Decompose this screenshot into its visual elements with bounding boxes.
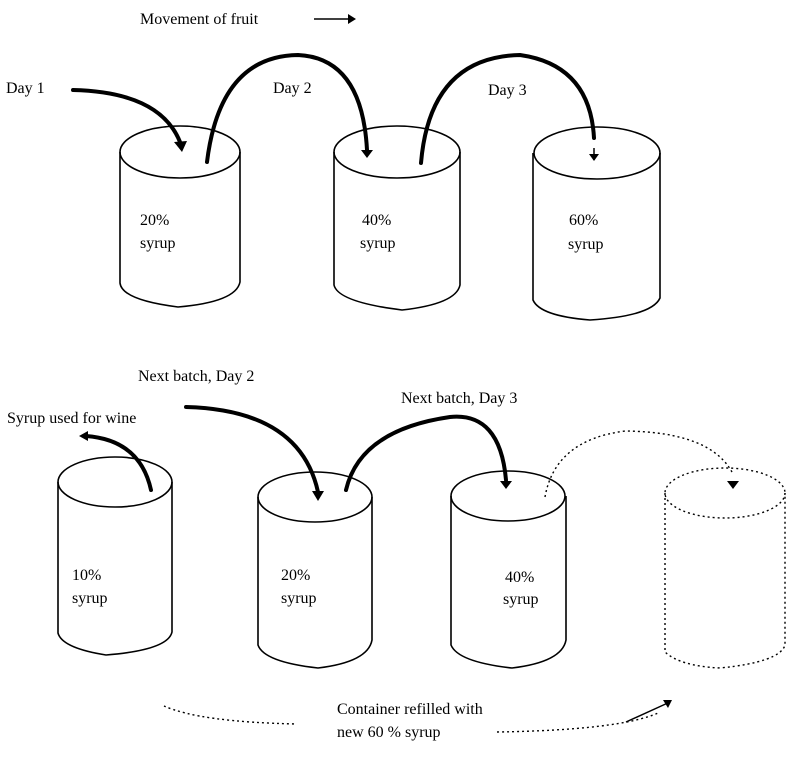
syrup-out-arrow (79, 431, 153, 492)
container-1-unit: syrup (140, 235, 176, 252)
next-batch-day-3-label: Next batch, Day 3 (401, 390, 517, 407)
container-20-percent-bottom: 20% syrup (257, 471, 373, 669)
day-1-arrow (71, 88, 187, 152)
syrup-used-for-wine-label: Syrup used for wine (7, 410, 136, 427)
day-3-arrow (419, 52, 599, 165)
next-batch-day-2-label: Next batch, Day 2 (138, 368, 254, 385)
day-3-label: Day 3 (488, 82, 527, 99)
container-6-concentration: 40% (505, 569, 534, 586)
container-4-concentration: 10% (72, 567, 101, 584)
container-5-concentration: 20% (281, 567, 310, 584)
container-3-unit: syrup (568, 236, 604, 253)
container-2-concentration: 40% (362, 212, 391, 229)
container-2-unit: syrup (360, 235, 396, 252)
legend-label: Movement of fruit (140, 11, 259, 28)
container-1-concentration: 20% (140, 212, 169, 229)
right-arrow-icon (314, 14, 356, 24)
container-refilled-dotted (664, 467, 786, 669)
day-2-label: Day 2 (273, 80, 312, 97)
container-4-unit: syrup (72, 590, 108, 607)
container-60-percent: 60% syrup (532, 126, 661, 321)
refill-note-line-1: Container refilled with (337, 701, 483, 718)
day-1-label: Day 1 (6, 80, 45, 97)
next-batch-day-3-arrow (344, 414, 512, 492)
refill-dotted-path (163, 700, 672, 733)
container-40-percent: 40% syrup (333, 125, 461, 311)
container-40-percent-bottom: 40% syrup (450, 470, 567, 669)
container-3-concentration: 60% (569, 212, 598, 229)
container-20-percent: 20% syrup (119, 125, 241, 308)
next-batch-day-2-arrow (184, 405, 324, 501)
day-2-arrow (205, 52, 373, 164)
dotted-transfer-arrow (544, 430, 739, 498)
refill-note-line-2: new 60 % syrup (337, 724, 441, 741)
container-5-unit: syrup (281, 590, 317, 607)
container-6-unit: syrup (503, 591, 539, 608)
container-10-percent: 10% syrup (57, 456, 173, 656)
